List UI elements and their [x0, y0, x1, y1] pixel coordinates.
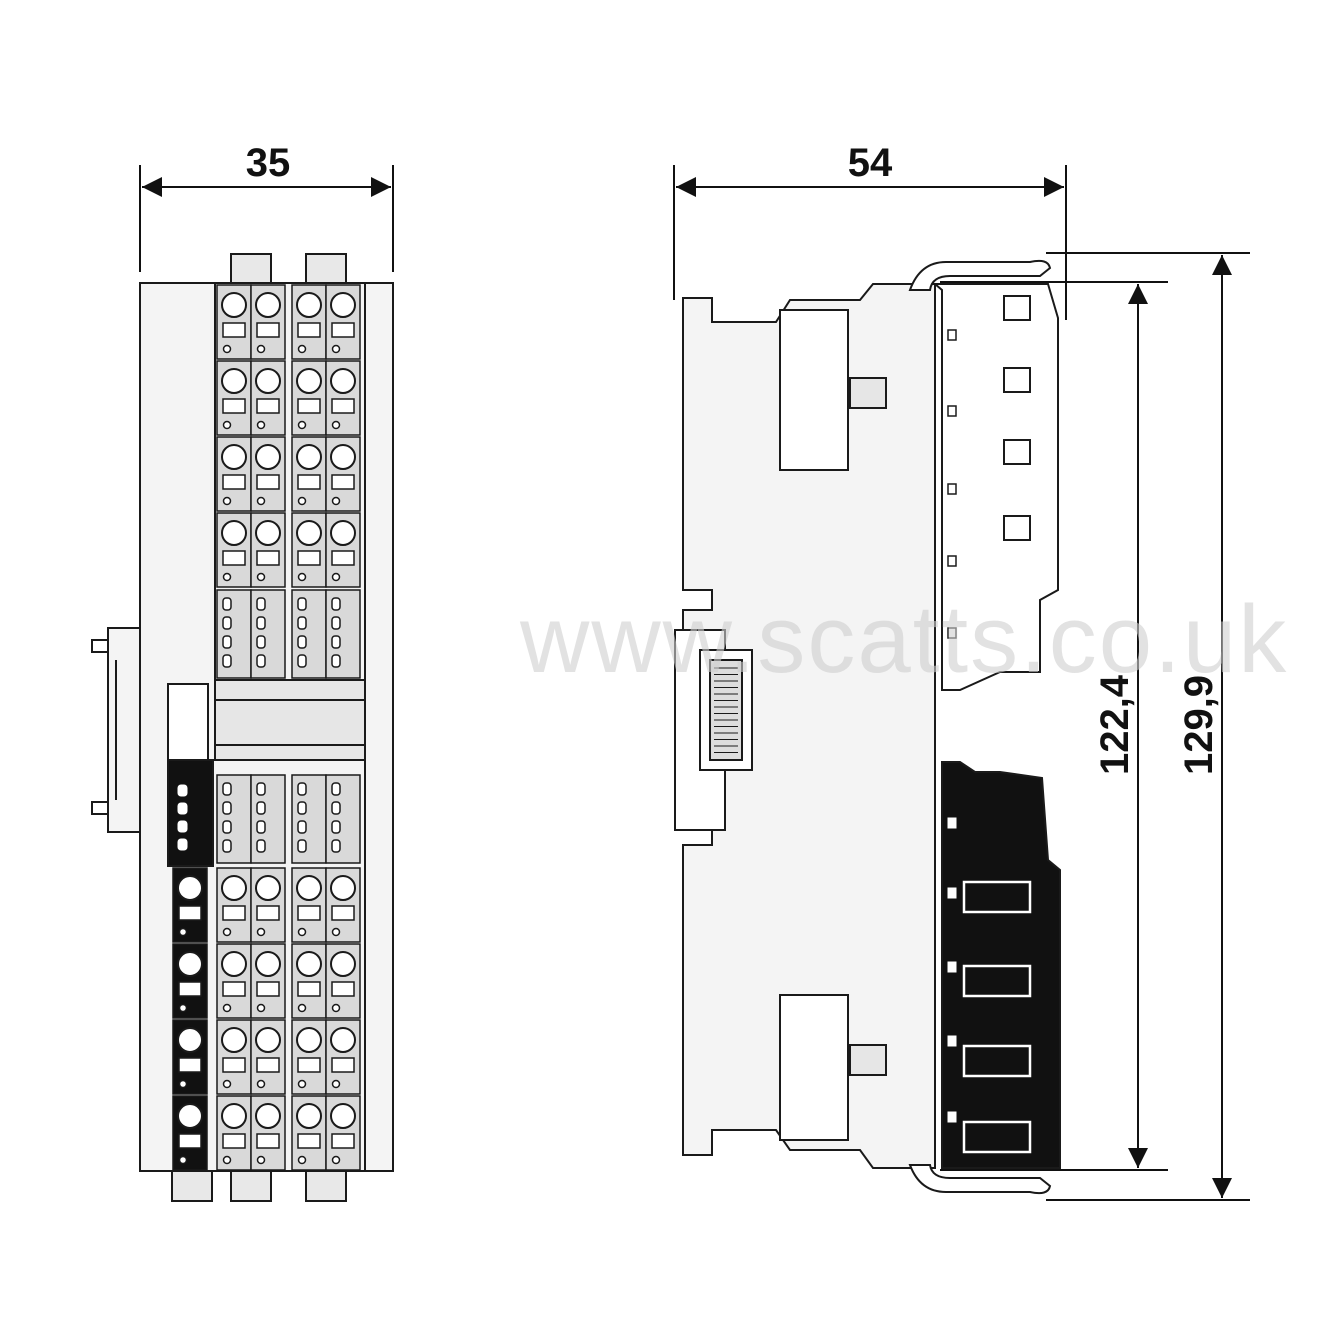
terminal-cell: [172, 1019, 208, 1095]
led-cell: [291, 589, 327, 679]
terminal-cell: [291, 867, 327, 943]
terminal-cell: [216, 436, 252, 512]
terminal-cell: [325, 360, 361, 436]
front-view: [91, 253, 394, 1202]
bottom-release-lever: [908, 1164, 1052, 1195]
outer-height-label: 129,9: [1177, 675, 1221, 775]
dimension-side-width: [673, 165, 1067, 320]
terminal-cell: [325, 1095, 361, 1171]
bottom-connector-1: [171, 1170, 213, 1202]
terminal-cell: [216, 1019, 252, 1095]
terminal-cell: [172, 1095, 208, 1171]
terminal-cell: [325, 284, 361, 360]
terminal-cell: [325, 512, 361, 588]
terminal-cell: [291, 1095, 327, 1171]
bottom-connector-2: [230, 1170, 272, 1202]
terminal-cell: [325, 1019, 361, 1095]
terminal-cell: [291, 360, 327, 436]
led-cell: [250, 774, 286, 864]
upper-latch-panel: [779, 309, 849, 471]
terminal-cell: [325, 436, 361, 512]
terminal-cell: [172, 943, 208, 1019]
terminal-cell: [216, 867, 252, 943]
terminal-cell: [216, 284, 252, 360]
watermark: www.scatts.co.uk: [520, 586, 1289, 693]
terminal-cell: [325, 867, 361, 943]
terminal-cell: [250, 1095, 286, 1171]
inner-height-label: 122,4: [1093, 674, 1137, 775]
side-housing: [682, 283, 936, 1169]
terminal-cell: [291, 512, 327, 588]
dimension-front-width: [139, 165, 394, 272]
middle-band: [214, 679, 366, 761]
terminal-cell: [216, 360, 252, 436]
terminal-cell: [325, 943, 361, 1019]
led-cell: [250, 589, 286, 679]
top-connector-2: [305, 253, 347, 285]
terminal-cell: [291, 1019, 327, 1095]
status-window: [167, 683, 209, 761]
front-width-label: 35: [246, 141, 291, 185]
terminal-cell: [250, 436, 286, 512]
terminal-cell: [250, 284, 286, 360]
terminal-cell: [216, 943, 252, 1019]
terminal-cell: [291, 943, 327, 1019]
led-cell: [325, 589, 361, 679]
led-cell: [216, 774, 252, 864]
terminal-cell: [291, 436, 327, 512]
terminal-cell: [250, 943, 286, 1019]
terminal-cell: [250, 360, 286, 436]
rail-clip: [107, 627, 141, 833]
terminal-cell: [250, 512, 286, 588]
terminal-cell: [216, 1095, 252, 1171]
side-width-label: 54: [848, 141, 893, 185]
terminal-cell: [250, 1019, 286, 1095]
side-view: [674, 259, 1061, 1195]
terminal-cell: [250, 867, 286, 943]
top-connector-1: [230, 253, 272, 285]
bottom-connector-3: [305, 1170, 347, 1202]
terminal-cell: [216, 512, 252, 588]
led-column: [167, 759, 214, 867]
terminal-cell: [291, 284, 327, 360]
terminal-cell: [172, 867, 208, 943]
dimension-heights: [940, 252, 1250, 1201]
led-cell: [325, 774, 361, 864]
led-cell: [216, 589, 252, 679]
lower-latch-panel: [779, 994, 849, 1141]
led-cell: [291, 774, 327, 864]
top-release-lever: [908, 259, 1052, 291]
